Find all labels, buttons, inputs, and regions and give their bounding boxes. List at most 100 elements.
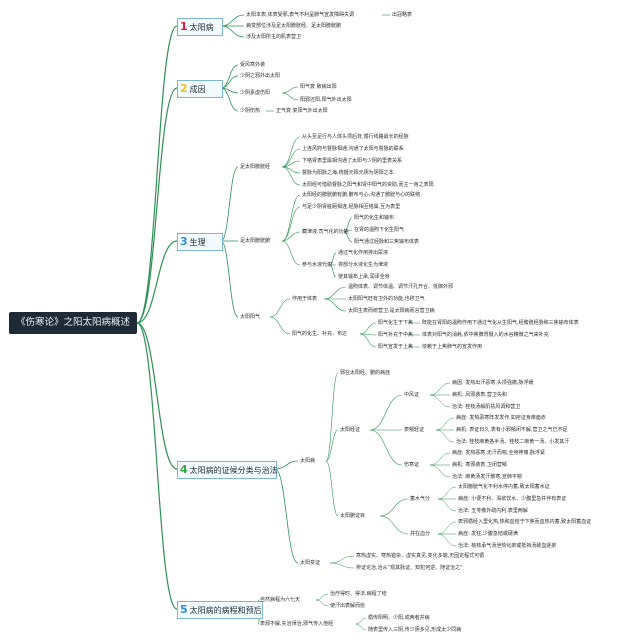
connector-line — [274, 468, 299, 564]
connector-line — [359, 322, 377, 335]
connector-line — [369, 429, 403, 466]
section-5-label: 太阳病的病程和预后 — [189, 606, 262, 615]
connector-line — [379, 515, 409, 535]
connector-line — [281, 92, 299, 101]
connector-line — [269, 316, 291, 335]
s1-item: 病变部位涉及足太阳膀胱经、足太阳膀胱腑 — [246, 23, 342, 29]
connector-line — [379, 498, 409, 517]
connector-line — [220, 25, 245, 38]
s3-leaf: 使其输布上承,润泽全身 — [338, 274, 390, 280]
s4-leaf: 治法: 麻黄汤发汗散寒,宣肺平喘 — [452, 474, 522, 480]
s3-leaf: 阳气的化生和输布 — [354, 215, 395, 221]
s3-node: 太阳阳气 — [240, 314, 261, 320]
connector-line — [429, 464, 451, 478]
connector-line — [343, 217, 353, 233]
connector-line — [281, 148, 301, 168]
s3-node: 作用于体表 — [292, 296, 318, 302]
connector-line — [437, 498, 457, 512]
connector-line — [325, 429, 339, 462]
connector-line — [429, 382, 451, 396]
s1-item: 太阳本表,体表受邪,表气不利呈肺气宣发障碍失调 — [246, 12, 355, 18]
s3-node: 足太阳膀胱经 — [240, 164, 271, 170]
connector-line — [281, 240, 301, 266]
s2-node: 少阴素虚伤阳 — [240, 90, 271, 96]
s4-leaf: 辨证论治,治从“观其脉证、知犯何逆、随证治之” — [356, 565, 463, 571]
s4-leaf: 病机: 风邪袭表,营卫失和 — [452, 392, 507, 398]
connector-line — [136, 322, 178, 610]
connector-line — [325, 372, 339, 462]
connector-line — [281, 231, 301, 242]
connector-line — [355, 617, 367, 625]
s4-leaf: 邪在太阳经、腑的病症 — [340, 370, 391, 376]
s4-leaf: 治法: 五苓散外疏内利,表里两解 — [458, 508, 528, 514]
s5-leaf: 随表里传入三阴,传少阴多见,形成太少同病 — [368, 627, 462, 633]
s4-leaf: 病因: 发热出汗恶寒,头项强痛,脉浮缓 — [452, 380, 534, 386]
connector-line — [136, 87, 178, 324]
s3-leaf: 将部分水液化生为津液 — [338, 262, 389, 268]
s3-leaf: 太阳经的膀胱腑有腑,腑布与心,沟通了膀胱与心的联络 — [302, 192, 421, 198]
connector-line — [429, 394, 451, 408]
connector-line — [136, 322, 178, 470]
s4-node: 太阳经证 — [340, 427, 361, 433]
connector-line — [435, 429, 455, 443]
connector-line — [220, 14, 245, 27]
connector-line — [369, 394, 403, 431]
s4-node: 太阳变证 — [300, 560, 321, 566]
s3-tail: 依赖于上焦肺气的宣发作用 — [422, 344, 483, 350]
connector-line — [429, 452, 451, 466]
s4-leaf: 病症: 小便不利、渴欲饮水、少腹里急并伴有表证 — [458, 496, 567, 502]
connector-line — [281, 194, 301, 242]
connector-line — [323, 298, 347, 312]
s4-leaf: 治法: 桂枝麻黄各半汤、桂枝二麻黄一汤、小发其汗 — [456, 439, 570, 445]
s5-leaf: 使汗出表解而愈 — [330, 603, 366, 609]
connector-line — [220, 240, 239, 318]
s3-node: 足太阳膀胱腑 — [240, 238, 271, 244]
s4-leaf: 病症: 发热恶寒,无汗而喘,全身疼痛,脉浮紧 — [452, 450, 546, 456]
connector-line — [281, 206, 301, 242]
connector-line — [325, 460, 339, 517]
s4-node: 太阳病 — [300, 458, 316, 464]
s4-node: 并在血分 — [410, 531, 431, 537]
s4-node: 中风证 — [404, 392, 420, 398]
s5-leaf: 循传阳明、少阳,成两者并病 — [368, 615, 430, 621]
s4-node: 蓄水气分 — [410, 496, 431, 502]
s5-node: 表邪不解,失治误治,邪气传入他经 — [260, 621, 334, 627]
connector-line — [136, 25, 178, 324]
s1-item: 涉及太阳所主的肌表营卫 — [246, 34, 302, 40]
s3-node: 阳气的化生、补充、布达 — [292, 331, 348, 337]
s3-leaf: 阳气通过经脉和三焦输布体表 — [354, 239, 420, 245]
connector-line — [315, 593, 329, 601]
connector-line — [435, 417, 455, 431]
s3-node: 藏津液,司气化的功能 — [302, 229, 349, 235]
s3-leaf: 上连风府与督脉相通,沟通了太阳与督脉的联系 — [302, 146, 404, 152]
connector-line — [355, 623, 367, 631]
connector-line — [329, 562, 355, 569]
section-4-number: 4 — [180, 463, 188, 476]
s2-node: 少阴伤热 — [240, 108, 261, 114]
connector-line — [220, 87, 239, 112]
connector-line — [343, 231, 353, 243]
connector-line — [220, 75, 239, 89]
s4-node: 太阳腑证目 — [340, 513, 366, 519]
connector-line — [281, 166, 301, 186]
s3-leaf: 通过气化作用排出尿液 — [338, 250, 389, 256]
s4-node: 表郁轻证 — [404, 427, 425, 433]
s4-leaf: 治法: 桃核承气汤泄热化瘀或抵挡汤破血逐瘀 — [458, 543, 557, 549]
s3-leaf: 与足少阴肾脏厢相连,经脉相互络属,互为表里 — [302, 204, 401, 210]
s3-leaf: 阳气补充于中焦 — [378, 332, 414, 338]
s3-leaf: 在肾的温煦下化生阳气 — [354, 227, 405, 233]
s5-node: 自然病程为六七天 — [260, 597, 301, 603]
connector-line — [437, 533, 457, 547]
connector-line — [269, 298, 291, 318]
s2-node: 少阴之邪外出太阳 — [240, 73, 281, 79]
s4-leaf: 治法: 桂枝汤解肌祛风调和营卫 — [452, 404, 521, 410]
section-2-label: 成因 — [189, 85, 206, 94]
s3-leaf: 从头至足行与人体头项后背,循行线路最长的经脉 — [302, 134, 409, 140]
s3-leaf: 阳气化生于下焦 — [378, 320, 414, 326]
s4-leaf: 寒热虚实、寒热错杂、虚实真见,变化多端,无固定程式可循 — [356, 553, 485, 559]
